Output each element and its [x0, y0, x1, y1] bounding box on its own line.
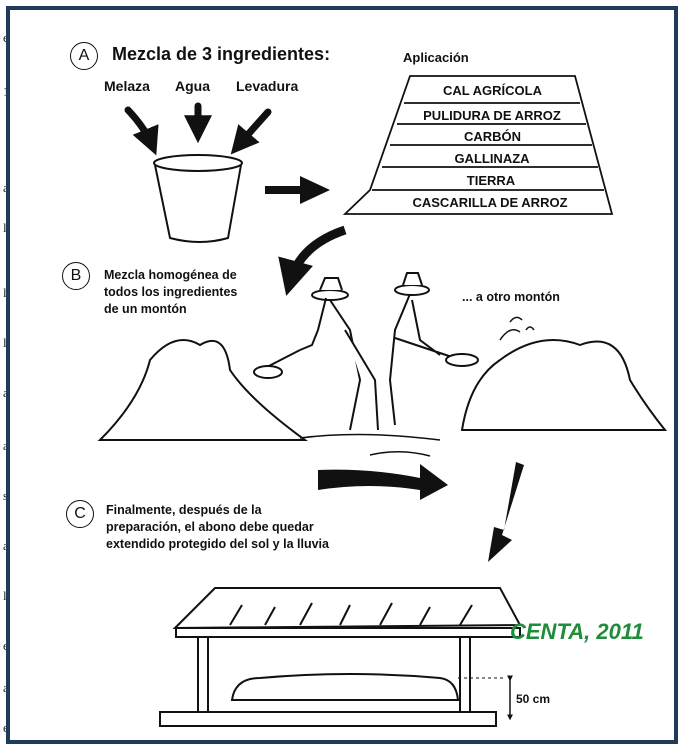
arrow-to-shelter [488, 462, 524, 562]
ingredient-agua: Agua [175, 78, 210, 94]
section-b-line: Mezcla homogénea de [104, 268, 237, 282]
source-credit: CENTA, 2011 [510, 619, 644, 644]
arrow-to-mixing [278, 225, 347, 296]
application-title: Aplicación [403, 50, 469, 65]
layer-cal-agricola: CAL AGRÍCOLA [443, 83, 542, 98]
section-c-text: Finalmente, después de la preparación, e… [106, 502, 329, 553]
section-c-line: Finalmente, después de la [106, 503, 262, 517]
side-letter: e [3, 720, 9, 736]
ingredient-levadura: Levadura [236, 78, 299, 94]
side-letter: a [3, 680, 9, 696]
side-letter: a [3, 438, 9, 454]
section-a-title: Mezcla de 3 ingredientes: [112, 44, 331, 64]
section-c-line: preparación, el abono debe quedar [106, 520, 314, 534]
layered-pile [342, 75, 614, 215]
layer-cascarilla: CASCARILLA DE ARROZ [412, 195, 568, 210]
side-letter: a [3, 385, 9, 401]
height-label: 50 cm [516, 692, 551, 706]
section-c-line: extendido protegido del sol y la lluvia [106, 537, 329, 551]
section-b-marker: B [62, 262, 90, 290]
section-a-marker: A [70, 42, 98, 70]
side-letter: l [3, 335, 7, 350]
side-letter: a [3, 180, 9, 196]
layer-gallinaza: GALLINAZA [454, 151, 530, 166]
layer-tierra: TIERRA [466, 173, 516, 188]
left-mound [97, 339, 309, 441]
arrow-levadura [230, 108, 272, 155]
side-letter: l [3, 220, 7, 235]
section-b-line: de un montón [104, 302, 187, 316]
layer-carbon: CARBÓN [463, 129, 522, 144]
shelter-illustration [159, 587, 522, 727]
side-letter: e [3, 638, 9, 654]
ground-lines [299, 433, 441, 457]
flying-soil [499, 316, 535, 341]
side-letter: s [3, 488, 8, 504]
workers-illustration [253, 272, 479, 431]
side-letter: l [3, 588, 7, 603]
arrow-to-other-pile [318, 464, 448, 500]
ingredient-melaza: Melaza [104, 78, 150, 94]
section-b-right-text: ... a otro montón [462, 290, 560, 304]
right-mound [460, 339, 668, 431]
arrow-melaza [124, 106, 159, 156]
arrow-to-layers [265, 176, 330, 204]
section-b-line: todos los ingredientes [104, 285, 238, 299]
section-b-text: Mezcla homogénea de todos los ingredient… [104, 267, 237, 318]
side-letter: l [3, 285, 7, 300]
side-letter: e [3, 30, 9, 46]
ingredient-arrows [124, 102, 272, 156]
side-letter: a [3, 538, 9, 554]
section-c-marker: C [66, 500, 94, 528]
layer-pulidura: PULIDURA DE ARROZ [423, 108, 561, 123]
bucket-icon [153, 154, 243, 243]
